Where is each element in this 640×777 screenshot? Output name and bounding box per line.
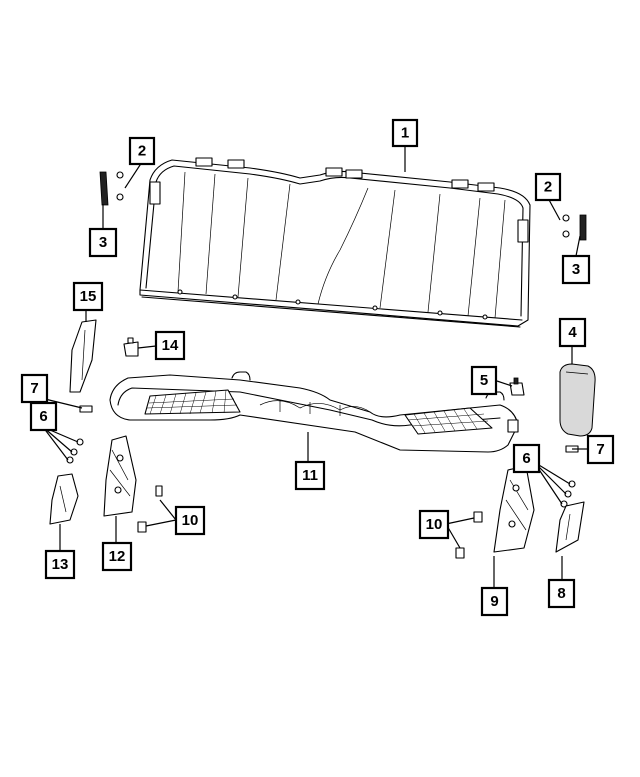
callout-3-left: 3	[88, 227, 118, 258]
callout-13: 13	[44, 549, 76, 580]
callout-13-label: 13	[52, 556, 69, 573]
hinge-bolts-right	[562, 214, 570, 238]
side-trim-left	[69, 319, 97, 393]
bolt-7-left	[79, 405, 93, 413]
callout-3-right: 3	[561, 254, 591, 285]
callout-6-right-label: 6	[522, 450, 530, 467]
callout-4: 4	[558, 317, 587, 348]
callout-2-left-label: 2	[138, 143, 146, 160]
bolt-10-left	[137, 485, 163, 533]
seat-back-frame	[139, 157, 531, 328]
fasteners-6-right	[560, 480, 576, 508]
callout-9: 9	[480, 586, 509, 617]
bolt-10-right	[455, 511, 483, 559]
callout-15-label: 15	[80, 288, 97, 305]
callout-7-right: 7	[586, 434, 615, 465]
fasteners-6-left	[66, 438, 84, 464]
callout-2-right-label: 2	[544, 179, 552, 196]
callout-14-label: 14	[162, 337, 179, 354]
bracket-part	[509, 377, 525, 396]
callout-3-left-label: 3	[99, 234, 107, 251]
callout-11-label: 11	[302, 467, 318, 484]
seat-cushion-frame	[109, 371, 519, 453]
callout-2-left: 2	[128, 136, 156, 166]
armrest-cover	[559, 363, 596, 437]
callout-3-right-label: 3	[572, 261, 580, 278]
callout-7-left: 7	[20, 373, 49, 404]
callout-10-left: 10	[174, 505, 206, 536]
callout-12-label: 12	[109, 548, 126, 565]
callout-5: 5	[470, 365, 498, 396]
side-cover-right	[555, 501, 585, 553]
seat-riser-right	[493, 465, 535, 553]
callout-1-label: 1	[401, 125, 409, 142]
callout-12: 12	[101, 541, 133, 572]
callout-6-left-label: 6	[39, 408, 47, 425]
callout-10-left-label: 10	[182, 512, 199, 529]
seat-riser-left	[103, 435, 137, 517]
callout-7-right-label: 7	[596, 441, 604, 458]
callout-9-label: 9	[490, 593, 498, 610]
callout-6-right: 6	[512, 443, 541, 474]
latch-striker-left	[99, 171, 109, 206]
callout-1: 1	[391, 118, 419, 148]
callout-7-left-label: 7	[30, 380, 38, 397]
callout-15: 15	[72, 281, 104, 312]
latch-striker-right	[579, 214, 587, 241]
clip-part	[123, 337, 139, 357]
callout-6-left: 6	[29, 401, 58, 432]
hinge-bolts-left	[116, 171, 124, 201]
callout-11: 11	[294, 460, 326, 491]
callout-10-right-label: 10	[426, 516, 443, 533]
callout-14: 14	[154, 330, 186, 361]
side-cover-left	[49, 473, 79, 525]
callout-4-label: 4	[568, 324, 577, 341]
callout-10-right: 10	[418, 509, 450, 540]
callout-8: 8	[547, 578, 576, 609]
callout-5-label: 5	[480, 372, 488, 389]
callout-2-right: 2	[534, 172, 562, 202]
callout-8-label: 8	[557, 585, 565, 602]
